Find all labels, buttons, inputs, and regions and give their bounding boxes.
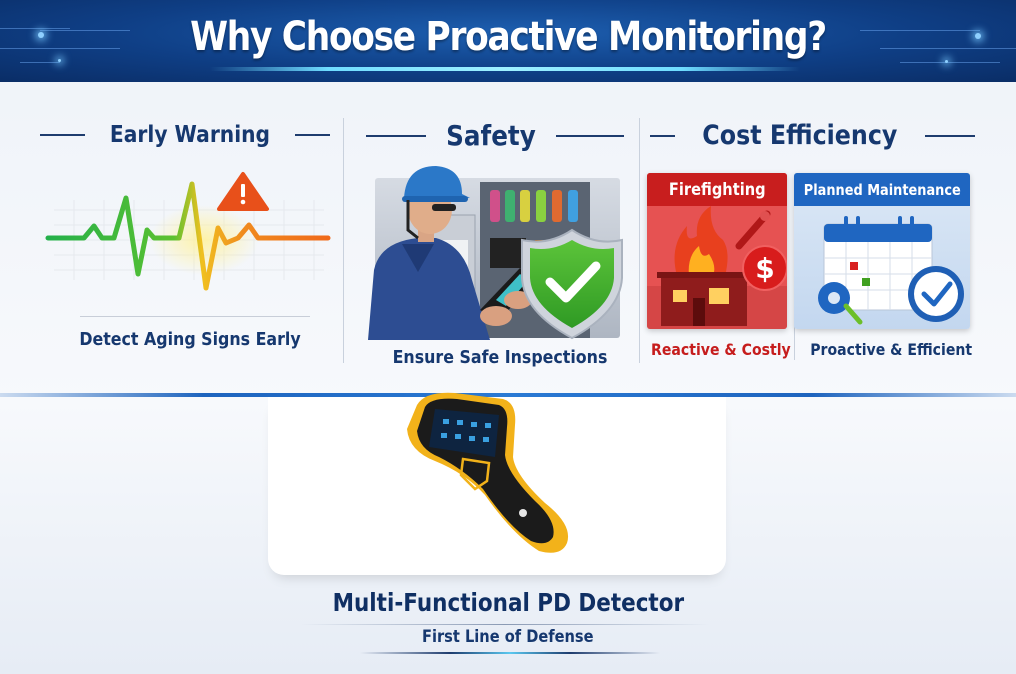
heartbeat-waveform-icon: [45, 172, 331, 291]
planned-maintenance-card: Planned Maintenance: [794, 173, 970, 329]
header-banner: Why Choose Proactive Monitoring?: [0, 0, 1016, 82]
column-divider: [343, 118, 344, 363]
warning-icon: [217, 172, 269, 211]
page-title: Why Choose Proactive Monitoring?: [190, 14, 827, 60]
cost-efficiency-heading: Cost Efficiency: [650, 120, 975, 151]
safety-heading: Safety: [355, 119, 635, 152]
early-warning-heading: Early Warning: [40, 122, 330, 148]
technician-inspection-illustration: [368, 166, 623, 340]
firefighting-caption: Reactive & Costly: [651, 340, 791, 359]
burning-building-dollar-icon: $: [647, 206, 787, 329]
safety-caption: Ensure Safe Inspections: [392, 347, 608, 368]
early-warning-caption: Detect Aging Signs Early: [79, 329, 301, 350]
early-warning-rule: [80, 316, 310, 317]
section-separator: [0, 393, 1016, 397]
product-name-rule: [300, 624, 710, 625]
product-name: Multi-Functional PD Detector: [332, 588, 684, 617]
svg-text:$: $: [755, 252, 774, 285]
firefighting-card: Firefighting $: [647, 173, 787, 329]
title-underline-glow: [210, 67, 800, 71]
column-divider: [639, 118, 640, 363]
planned-maintenance-caption: Proactive & Efficient: [810, 340, 973, 359]
shield-check-icon: [521, 228, 623, 340]
product-tagline: First Line of Defense: [422, 627, 594, 647]
tagline-underline: [360, 652, 660, 654]
card-divider: [794, 300, 795, 360]
handheld-detector-device-icon: [407, 392, 569, 553]
calendar-gear-clock-icon: [818, 216, 964, 325]
